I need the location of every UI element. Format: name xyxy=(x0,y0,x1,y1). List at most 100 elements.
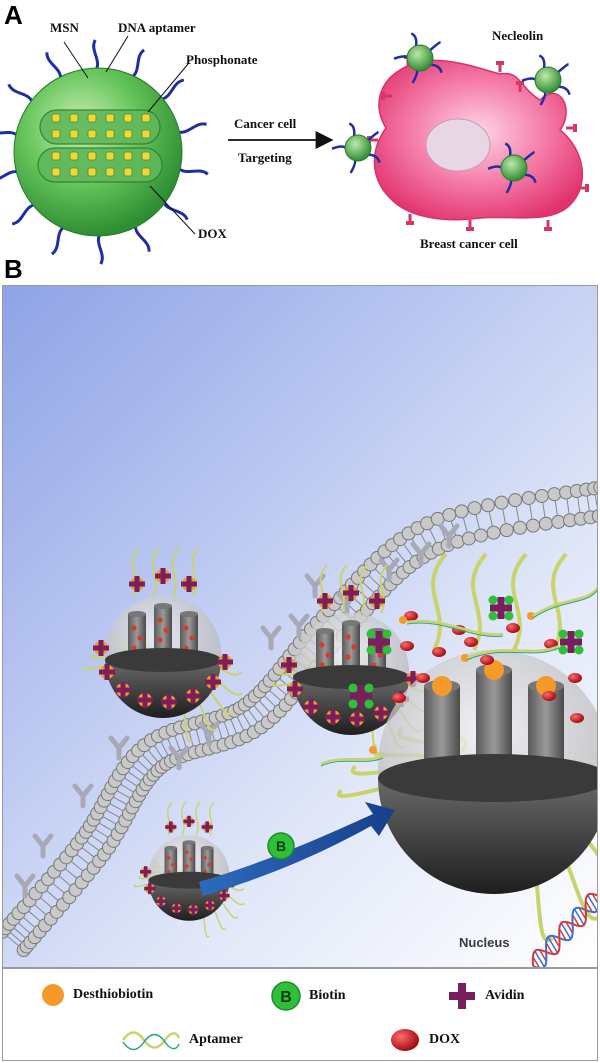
label-dna-aptamer: DNA aptamer xyxy=(118,20,196,35)
label-dox: DOX xyxy=(198,226,227,241)
membrane-receptor xyxy=(108,735,130,761)
dox-molecule xyxy=(87,113,97,123)
dox-molecule xyxy=(137,635,143,641)
avidin-cross xyxy=(129,576,145,592)
avidin-cross xyxy=(369,593,385,609)
aptamer-strand xyxy=(96,233,104,265)
avidin-cross xyxy=(93,640,109,656)
small-msn-particle xyxy=(331,122,381,174)
dox-molecule xyxy=(131,645,137,651)
svg-text:B: B xyxy=(276,838,286,854)
nucleolin-receptor xyxy=(516,81,524,92)
dox-molecule xyxy=(377,652,383,658)
dox-molecule xyxy=(189,635,195,641)
aptamer-strand xyxy=(151,547,160,597)
dox-molecule xyxy=(345,634,351,640)
dox-molecule xyxy=(392,693,406,703)
dox-molecule xyxy=(432,647,446,657)
dox-molecule xyxy=(207,862,212,867)
cell-nucleus xyxy=(425,118,491,172)
dox-icon xyxy=(391,1029,419,1051)
dox-molecule xyxy=(87,167,97,177)
membrane-receptor xyxy=(438,523,460,549)
avidin-cross xyxy=(140,866,152,878)
aptamer-strand xyxy=(406,619,504,636)
msn-particle xyxy=(0,39,209,265)
nucleolin-receptor xyxy=(406,214,414,225)
label-msn: MSN xyxy=(50,20,79,35)
desthiobiotin-cap xyxy=(432,676,452,696)
dox-molecule xyxy=(87,151,97,161)
legend-biotin-label: Biotin xyxy=(309,988,346,1003)
dox-molecule xyxy=(69,151,79,161)
avidin-cross xyxy=(144,883,156,895)
nucleolin-receptor xyxy=(544,220,552,231)
nucleus-label: Nucleus xyxy=(459,935,510,950)
dox-molecule xyxy=(141,129,151,139)
dox-molecule xyxy=(69,167,79,177)
nucleolin-receptor xyxy=(381,92,392,100)
avidin-cross xyxy=(185,688,201,704)
avidin-biotin-complex xyxy=(558,629,584,655)
small-msn-particle xyxy=(487,142,537,194)
dox-molecule xyxy=(506,623,520,633)
dox-molecule xyxy=(51,151,61,161)
svg-text:B: B xyxy=(280,989,292,1006)
dox-molecule xyxy=(123,167,133,177)
aptamer-strand xyxy=(7,83,35,104)
legend-desthiobiotin-label: Desthiobiotin xyxy=(73,987,154,1002)
dox-molecule xyxy=(319,662,325,668)
dox-molecule xyxy=(69,113,79,123)
dox-molecule xyxy=(131,625,137,631)
dox-molecule xyxy=(105,129,115,139)
dox-molecule xyxy=(404,611,418,621)
dox-molecule xyxy=(319,642,325,648)
avidin-cross xyxy=(170,902,182,914)
dox-molecule xyxy=(542,691,556,701)
dox-molecule xyxy=(183,625,189,631)
avidin-cross xyxy=(161,694,177,710)
dox-molecule xyxy=(189,857,193,862)
legend-avidin-label: Avidin xyxy=(485,988,525,1003)
breast-cancer-cell xyxy=(367,55,589,231)
legend-desthiobiotin: Desthiobiotin xyxy=(41,983,153,1007)
dox-molecule xyxy=(325,652,331,658)
nanoparticle-bottom xyxy=(134,801,245,938)
cell-membrane xyxy=(3,481,597,958)
aptamer-strand xyxy=(511,552,528,651)
legend-avidin: Avidin xyxy=(447,981,524,1011)
aptamer-strand xyxy=(171,547,180,597)
biotin-icon: B xyxy=(271,981,301,1011)
aptamer-strand xyxy=(209,801,215,836)
avidin-cross xyxy=(349,711,365,727)
dox-molecule xyxy=(351,644,357,650)
avidin-cross xyxy=(281,657,297,673)
aptamer-strand xyxy=(177,122,207,134)
desthiobiotin-cap xyxy=(536,676,556,696)
panel-b-letter: B xyxy=(4,254,23,284)
nucleolin-receptor xyxy=(466,220,474,231)
dox-molecule xyxy=(123,151,133,161)
dna-helix xyxy=(531,892,597,967)
dox-molecule xyxy=(203,855,207,860)
aptamer-strand xyxy=(130,48,146,79)
label-arrow-bottom: Targeting xyxy=(238,150,292,165)
dox-molecule xyxy=(166,869,171,874)
dox-molecule xyxy=(480,655,494,665)
membrane-receptor xyxy=(72,783,94,809)
avidin-cross xyxy=(165,821,177,833)
desthiobiotin-cap xyxy=(484,660,504,680)
legend-biotin: B Biotin xyxy=(271,981,346,1011)
aptamer-strand xyxy=(0,130,19,137)
dox-molecule xyxy=(166,855,171,860)
dox-molecule xyxy=(171,862,175,867)
dox-molecule xyxy=(51,129,61,139)
avidin-cross xyxy=(303,699,319,715)
avidin-cross xyxy=(115,682,131,698)
avidin-cross xyxy=(137,692,153,708)
dox-molecule xyxy=(141,167,151,177)
dox-molecule xyxy=(105,113,115,123)
aptamer-strand xyxy=(195,801,201,836)
avidin-cross xyxy=(373,705,389,721)
membrane-receptor xyxy=(378,557,400,583)
